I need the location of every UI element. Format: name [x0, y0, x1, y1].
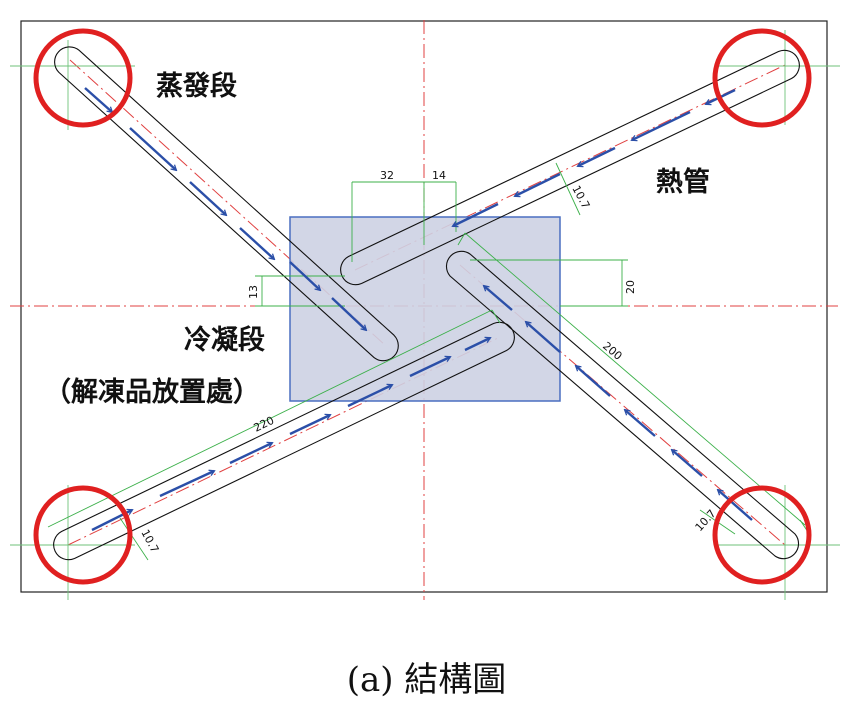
flow-arrow — [453, 202, 499, 226]
highlight-circle-top-left — [33, 28, 133, 128]
label-heat-pipe: 熱管 — [656, 167, 710, 198]
flow-arrow — [576, 366, 611, 397]
label-evaporator: 蒸發段 — [156, 71, 237, 102]
flow-arrow — [331, 297, 366, 330]
evaporator-highlights — [33, 28, 812, 585]
dim-10-7-top: 10.7 — [569, 183, 592, 211]
flow-arrow — [515, 172, 561, 196]
flow-arrow — [229, 443, 272, 465]
flow-arrow — [625, 410, 656, 437]
pipe-top-left — [54, 46, 399, 362]
highlight-circle-bottom-right — [712, 485, 812, 585]
flow-arrow — [289, 415, 330, 436]
flow-arrow — [484, 286, 513, 311]
flow-arrow — [239, 227, 274, 259]
flow-arrow — [672, 450, 703, 477]
pipe-top-right — [340, 49, 800, 286]
flow-arrow — [464, 338, 490, 352]
dim-13: 13 — [247, 285, 260, 299]
dim-200: 200 — [600, 339, 624, 362]
pipe-bottom-left — [53, 321, 515, 561]
label-defrost-area: （解凍品放置處） — [44, 377, 260, 408]
flow-arrow — [347, 385, 392, 408]
condenser-region — [289, 216, 561, 402]
dim-14: 14 — [432, 169, 446, 182]
flow-arrow — [578, 146, 616, 166]
flow-arrow — [84, 87, 112, 112]
dimension-lines — [47, 162, 811, 561]
flow-arrow — [129, 127, 176, 170]
figure-caption: (a) 結構圖 — [346, 660, 507, 700]
dim-32: 32 — [380, 169, 394, 182]
flow-arrow — [289, 261, 320, 290]
flow-arrow — [718, 490, 753, 521]
flow-arrow — [409, 357, 450, 378]
flow-arrow — [159, 471, 214, 498]
highlight-circle-top-right — [712, 28, 812, 128]
pipe-bottom-right — [445, 250, 800, 560]
highlight-circle-bottom-left — [33, 485, 133, 585]
heat-pipes — [53, 46, 800, 561]
label-condenser: 冷凝段 — [184, 325, 265, 356]
flow-arrow — [189, 181, 226, 215]
flow-arrow — [526, 322, 561, 353]
flow-arrow — [632, 110, 691, 140]
dim-20: 20 — [624, 280, 637, 294]
